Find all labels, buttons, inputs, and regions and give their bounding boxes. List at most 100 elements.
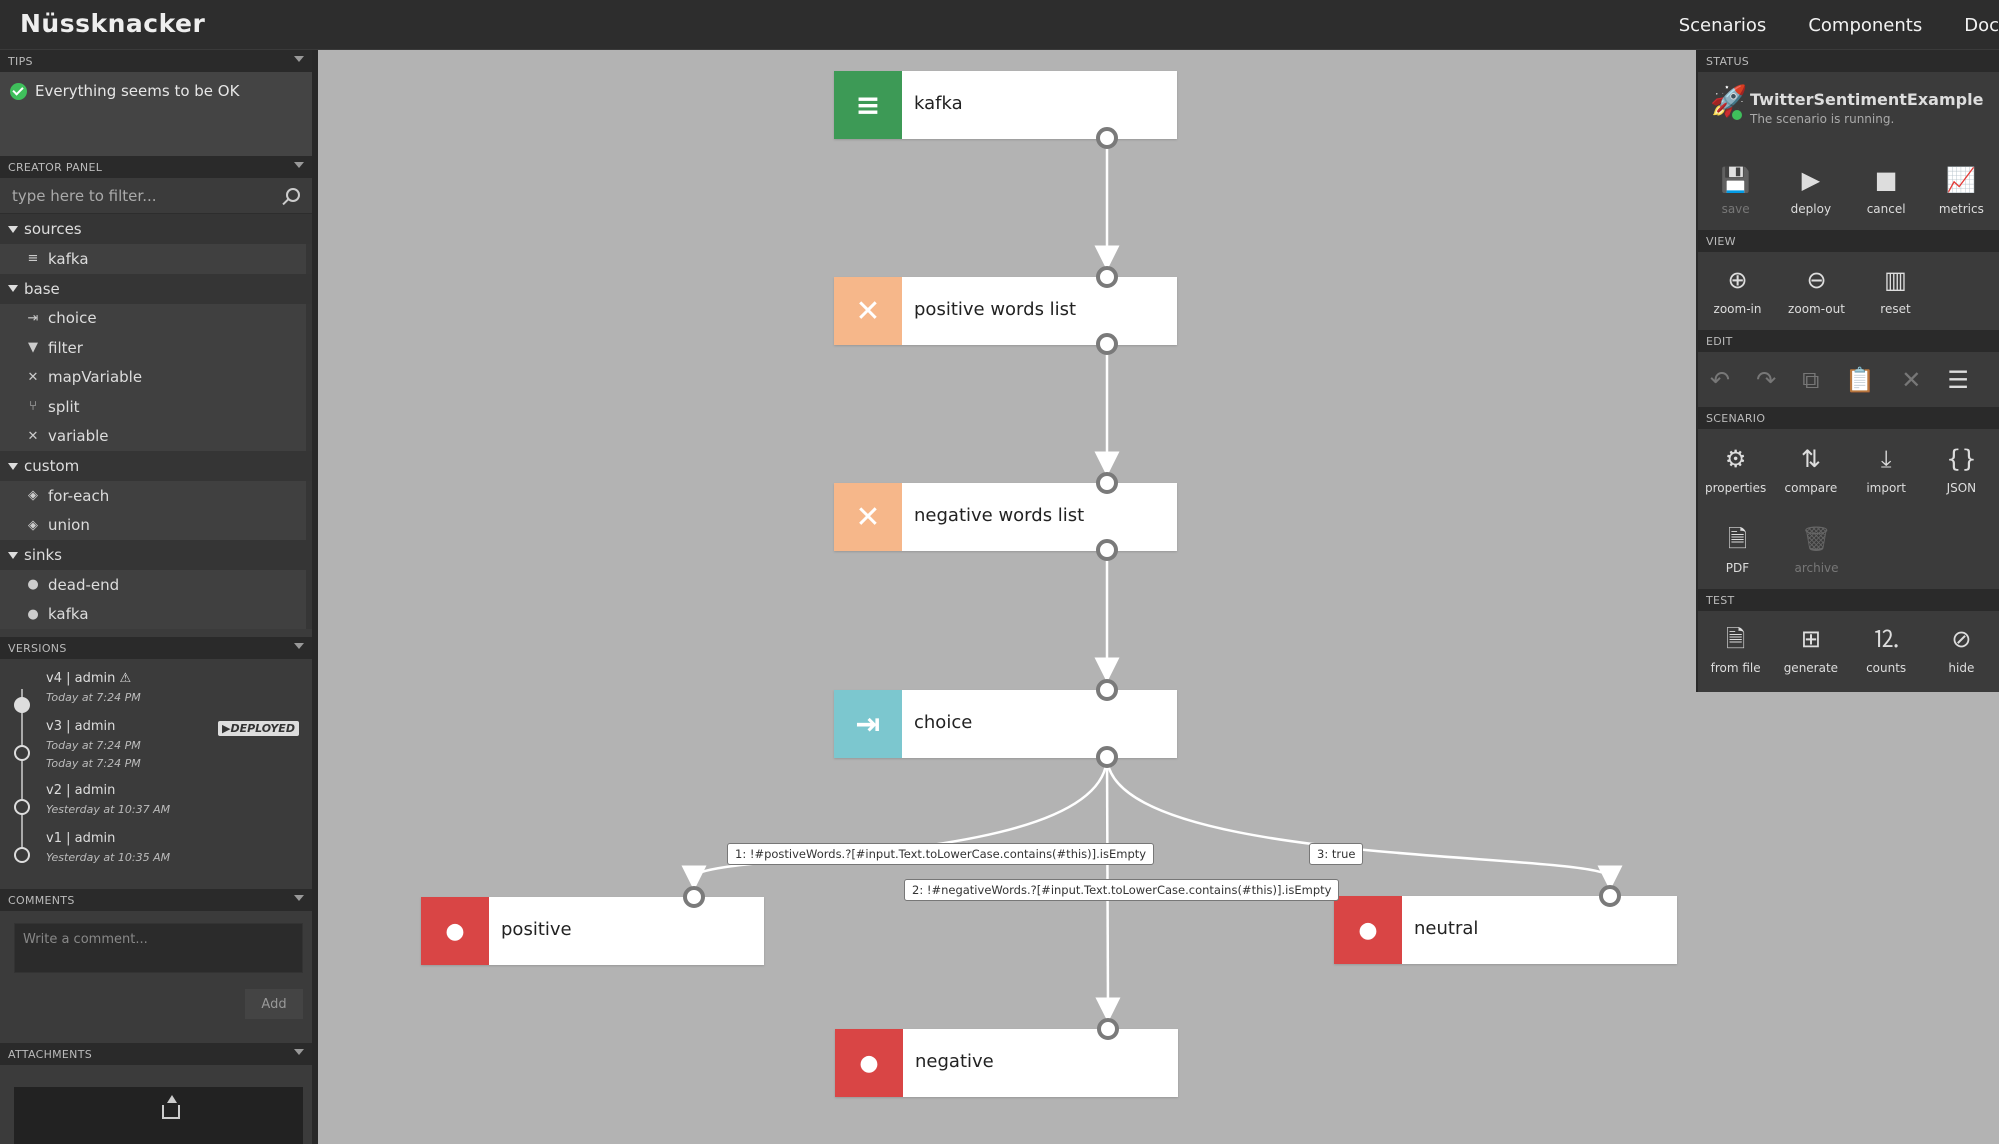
creator-panel-header[interactable]: CREATOR PANEL	[0, 156, 312, 178]
version-timeline	[21, 689, 23, 849]
layout-icon[interactable]: ☰	[1947, 365, 1969, 394]
version-v4[interactable]: v4 | admin ⚠	[46, 671, 132, 686]
component-filter-input[interactable]	[0, 178, 290, 214]
version-v3[interactable]: v3 | admin	[46, 719, 116, 734]
deploy-button[interactable]: ▶deploy	[1790, 166, 1832, 216]
tips-header[interactable]: TIPS	[0, 50, 312, 72]
node-output-port[interactable]	[1096, 127, 1118, 149]
node-positive[interactable]: ● positive	[421, 897, 764, 965]
scenario-header[interactable]: SCENARIO	[1698, 407, 1999, 429]
component-kafka-sink[interactable]: ●kafka	[0, 599, 312, 629]
from-file-button[interactable]: 🗎from file	[1710, 625, 1761, 675]
node-input-port[interactable]	[1599, 885, 1621, 907]
component-filter[interactable]: ▼filter	[0, 333, 312, 363]
app-logo[interactable]: Nüssknacker	[20, 9, 206, 38]
node-output-port[interactable]	[1096, 539, 1118, 561]
reset-button[interactable]: ▥reset	[1880, 266, 1911, 316]
hide-button[interactable]: ⊘hide	[1948, 625, 1975, 675]
version-dot[interactable]	[14, 745, 30, 761]
test-header[interactable]: TEST	[1698, 589, 1999, 611]
filter-row	[0, 178, 312, 214]
component-mapvariable[interactable]: ✕mapVariable	[0, 362, 312, 392]
edge-label-negative[interactable]: 2: !#negativeWords.?[#input.Text.toLower…	[904, 879, 1340, 901]
attachment-dropzone[interactable]	[14, 1087, 303, 1144]
view-header[interactable]: VIEW	[1698, 230, 1999, 252]
import-button[interactable]: ⤓import	[1866, 445, 1906, 495]
compare-icon: ⇅	[1800, 445, 1821, 473]
node-negative[interactable]: ● negative	[835, 1029, 1178, 1097]
node-input-port[interactable]	[1096, 679, 1118, 701]
node-kafka[interactable]: ≡ kafka	[834, 71, 1177, 139]
compare-button[interactable]: ⇅compare	[1784, 445, 1838, 495]
zoom-out-button[interactable]: ⊖zoom-out	[1788, 266, 1845, 316]
view-buttons: ⊕zoom-in ⊖zoom-out ▥reset	[1698, 252, 1999, 330]
component-variable[interactable]: ✕variable	[0, 421, 312, 451]
choice-icon: ⇥	[27, 310, 39, 326]
group-sources[interactable]: sources	[0, 214, 312, 244]
archive-button[interactable]: 🗑archive	[1794, 525, 1839, 575]
json-button[interactable]: {}JSON	[1946, 445, 1977, 495]
pdf-button[interactable]: 🗎PDF	[1725, 525, 1750, 575]
nav-docs[interactable]: Doc	[1964, 14, 1999, 36]
collapse-caret-icon[interactable]	[294, 162, 304, 168]
node-neutral[interactable]: ● neutral	[1334, 896, 1677, 964]
group-sinks[interactable]: sinks	[0, 540, 312, 570]
counts-button[interactable]: ⒓counts	[1866, 625, 1907, 675]
node-choice[interactable]: ⇥ choice	[834, 690, 1177, 758]
versions-header[interactable]: VERSIONS	[0, 637, 312, 659]
edge-label-neutral[interactable]: 3: true	[1309, 843, 1364, 865]
properties-button[interactable]: ⚙properties	[1705, 445, 1767, 495]
component-choice[interactable]: ⇥choice	[0, 303, 312, 333]
version-v2[interactable]: v2 | admin	[46, 783, 116, 798]
attachments-header[interactable]: ATTACHMENTS	[0, 1043, 312, 1065]
collapse-caret-icon[interactable]	[294, 895, 304, 901]
version-dot-current[interactable]	[14, 697, 30, 713]
component-for-each[interactable]: ◈for-each	[0, 481, 312, 511]
edit-header[interactable]: EDIT	[1698, 330, 1999, 352]
node-output-port[interactable]	[1096, 333, 1118, 355]
nav-scenarios[interactable]: Scenarios	[1678, 14, 1767, 36]
node-output-port[interactable]	[1096, 746, 1118, 768]
collapse-caret-icon[interactable]	[294, 56, 304, 62]
node-input-port[interactable]	[1096, 472, 1118, 494]
search-icon[interactable]	[286, 188, 300, 202]
node-positive-words-list[interactable]: ✕ positive words list	[834, 277, 1177, 345]
eye-off-icon: ⊘	[1951, 625, 1972, 653]
version-dot[interactable]	[14, 799, 30, 815]
comments-header[interactable]: COMMENTS	[0, 889, 312, 911]
redo-icon[interactable]: ↷	[1756, 365, 1777, 394]
component-kafka-source[interactable]: ≡kafka	[0, 244, 312, 274]
delete-icon[interactable]: ✕	[1901, 365, 1922, 394]
versions-panel: v4 | admin ⚠ Today at 7:24 PM v3 | admin…	[0, 659, 312, 889]
undo-icon[interactable]: ↶	[1710, 365, 1731, 394]
group-base[interactable]: base	[0, 273, 312, 304]
comment-input[interactable]	[14, 923, 303, 973]
save-button[interactable]: 💾save	[1720, 166, 1751, 216]
collapse-caret-icon[interactable]	[294, 1049, 304, 1055]
node-input-port[interactable]	[683, 886, 705, 908]
group-custom[interactable]: custom	[0, 451, 312, 481]
component-dead-end[interactable]: ●dead-end	[0, 570, 312, 600]
cancel-button[interactable]: ■cancel	[1866, 166, 1906, 216]
edit-buttons: ↶ ↷ ⧉ 📋 ✕ ☰	[1698, 352, 1999, 407]
component-split[interactable]: ⑂split	[0, 392, 312, 422]
node-negative-words-list[interactable]: ✕ negative words list	[834, 483, 1177, 551]
nav-components[interactable]: Components	[1808, 14, 1923, 36]
add-comment-button[interactable]: Add	[245, 989, 303, 1019]
collapse-caret-icon[interactable]	[294, 643, 304, 649]
graph-canvas[interactable]: ≡ kafka ✕ positive words list ✕ negative…	[324, 50, 1696, 1144]
expand-triangle-icon	[8, 462, 18, 470]
version-v1[interactable]: v1 | admin	[46, 831, 116, 846]
node-input-port[interactable]	[1096, 266, 1118, 288]
copy-icon[interactable]: ⧉	[1802, 365, 1820, 394]
status-header[interactable]: STATUS	[1698, 50, 1999, 72]
generate-button[interactable]: ⊞generate	[1783, 625, 1839, 675]
right-panel: STATUS 🚀 TwitterSentimentExample The sce…	[1696, 50, 1999, 692]
version-dot[interactable]	[14, 847, 30, 863]
metrics-button[interactable]: 📈metrics	[1938, 166, 1984, 216]
zoom-in-button[interactable]: ⊕zoom-in	[1713, 266, 1762, 316]
paste-icon[interactable]: 📋	[1845, 365, 1876, 394]
component-union[interactable]: ◈union	[0, 510, 312, 540]
edge-label-positive[interactable]: 1: !#postiveWords.?[#input.Text.toLowerC…	[727, 843, 1155, 865]
node-input-port[interactable]	[1097, 1018, 1119, 1040]
